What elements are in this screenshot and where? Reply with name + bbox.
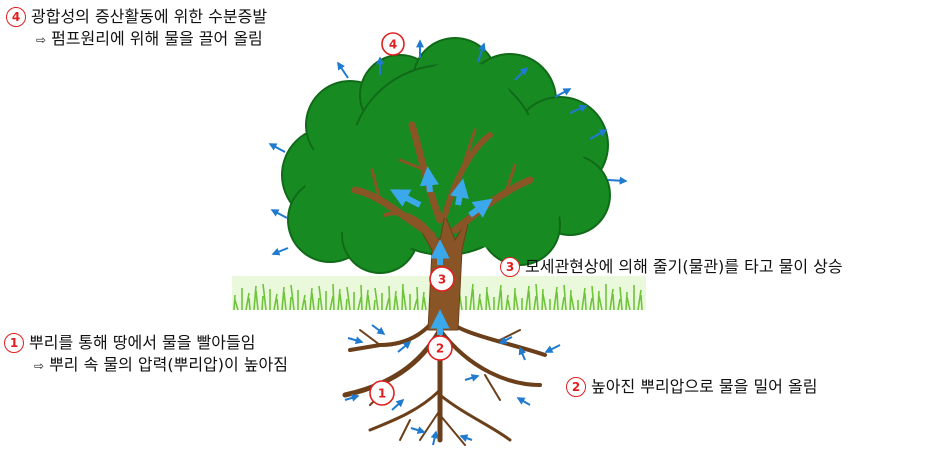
upflow-arrow-icon bbox=[468, 198, 493, 218]
evaporation-arrow-icon bbox=[270, 209, 288, 219]
callout-title: 모세관현상에 의해 줄기(물관)를 타고 물이 상승 bbox=[525, 257, 843, 276]
callout-detail: 뿌리 속 물의 압력(뿌리압)이 높아짐 bbox=[49, 355, 288, 374]
callout-step-3: 3 모세관현상에 의해 줄기(물관)를 타고 물이 상승 bbox=[500, 256, 843, 278]
step-badge: 2 bbox=[566, 377, 586, 397]
callout-title: 높아진 뿌리압으로 물을 밀어 올림 bbox=[591, 377, 818, 396]
upflow-arrow-icon bbox=[389, 189, 422, 208]
evaporation-arrow-icon bbox=[271, 247, 289, 256]
marker-4: 4 bbox=[381, 32, 405, 56]
evaporation-arrow-icon bbox=[554, 88, 572, 98]
callout-detail: 펌프원리에 위해 물을 끌어 올림 bbox=[51, 29, 263, 48]
callout-title: 광합성의 증산활동에 위한 수분증발 bbox=[31, 7, 268, 26]
water-intake-arrow-icon bbox=[347, 336, 364, 345]
callout-step-2: 2 높아진 뿌리압으로 물을 밀어 올림 bbox=[566, 376, 817, 398]
svg-text:2: 2 bbox=[436, 342, 444, 356]
callout-step-1: 1 뿌리를 통해 땅에서 물을 빨아들임 ⇨ 뿌리 속 물의 압력(뿌리압)이 높아… bbox=[4, 332, 288, 377]
evaporation-arrow-icon bbox=[607, 176, 628, 185]
evaporation-arrow-icon bbox=[569, 104, 588, 114]
water-intake-arrow-icon bbox=[516, 397, 531, 406]
step-badge: 3 bbox=[500, 257, 520, 277]
evaporation-arrow-icon bbox=[514, 66, 529, 81]
svg-text:3: 3 bbox=[438, 273, 446, 287]
water-intake-arrow-icon bbox=[391, 398, 405, 411]
callout-title: 뿌리를 통해 땅에서 물을 빨아들임 bbox=[29, 333, 256, 352]
callout-step-4: 4 광합성의 증산활동에 위한 수분증발 ⇨ 펌프원리에 위해 물을 끌어 올림 bbox=[6, 6, 267, 51]
step-badge: 4 bbox=[6, 7, 26, 27]
water-intake-arrow-icon bbox=[544, 344, 561, 353]
water-intake-arrow-icon bbox=[397, 340, 412, 353]
evaporation-arrow-icon bbox=[268, 143, 286, 153]
marker-2: 2 bbox=[427, 335, 453, 361]
water-intake-arrow-icon bbox=[464, 374, 480, 382]
water-intake-arrow-icon bbox=[344, 394, 360, 402]
svg-text:4: 4 bbox=[389, 38, 397, 52]
upflow-arrows bbox=[389, 166, 493, 335]
tree-roots bbox=[342, 308, 547, 446]
evaporation-arrow-icon bbox=[337, 61, 349, 79]
water-intake-arrows bbox=[344, 324, 561, 446]
water-intake-arrow-icon bbox=[498, 336, 513, 344]
evaporation-arrow-icon bbox=[589, 129, 608, 140]
arrow-right-icon: ⇨ bbox=[34, 359, 45, 373]
water-intake-arrow-icon bbox=[459, 434, 473, 442]
arrow-right-icon: ⇨ bbox=[36, 33, 47, 47]
upflow-arrow-icon bbox=[450, 178, 469, 206]
evaporation-arrows bbox=[268, 39, 628, 256]
water-intake-arrow-icon bbox=[410, 426, 426, 434]
marker-1: 1 bbox=[369, 380, 395, 406]
svg-text:1: 1 bbox=[378, 387, 386, 401]
evaporation-arrow-icon bbox=[477, 42, 486, 63]
water-intake-arrow-icon bbox=[371, 324, 386, 335]
step-badge: 1 bbox=[4, 333, 24, 353]
water-intake-arrow-icon bbox=[518, 346, 527, 361]
water-intake-arrow-icon bbox=[430, 430, 439, 446]
upflow-arrow-icon bbox=[419, 166, 439, 193]
marker-3: 3 bbox=[429, 266, 455, 292]
